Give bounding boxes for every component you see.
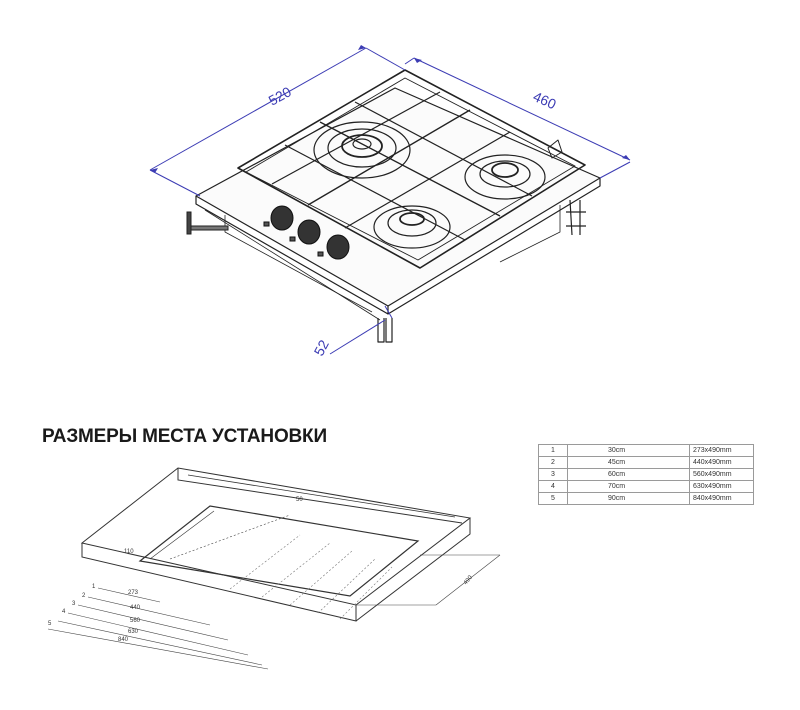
dim-depth-490: 490: [463, 574, 474, 586]
cutout-index-label: 3: [72, 601, 76, 607]
mounting-bracket: [186, 211, 229, 235]
cutout-width-label: 440: [130, 605, 141, 611]
dim-top-50: 50: [296, 497, 303, 503]
control-knobs: [263, 205, 350, 260]
cutout-width-label: 630: [128, 629, 139, 635]
small-burner: [373, 205, 451, 249]
large-burner: [313, 121, 411, 179]
size-table-cell-cutout: 840x490mm: [689, 492, 754, 505]
cutout-width-label: 273: [128, 590, 139, 596]
cutout-index-label: 4: [62, 609, 66, 615]
gas-connector: [566, 199, 586, 236]
cutout-index-label: 1: [92, 584, 96, 590]
cutout-index-label: 5: [48, 621, 52, 627]
medium-burner: [464, 154, 546, 200]
pan-support-grate: [237, 69, 586, 269]
dimension-depth: 460: [531, 88, 559, 112]
hob-front-edge: [195, 196, 389, 315]
front-foot: [377, 318, 393, 343]
section-title: РАЗМЕРЫ МЕСТА УСТАНОВКИ: [42, 426, 327, 447]
dim-left-110: 110: [124, 549, 134, 555]
cutout-opening: [138, 505, 420, 597]
cutout-width-label: 840: [118, 637, 129, 643]
cutout-width-label: 560: [130, 618, 141, 624]
dimension-height: 52: [311, 337, 333, 358]
dimension-width: 520: [266, 83, 294, 108]
gas-hob-drawing: 520 460 52: [149, 45, 631, 358]
cutout-index-label: 2: [82, 593, 86, 599]
